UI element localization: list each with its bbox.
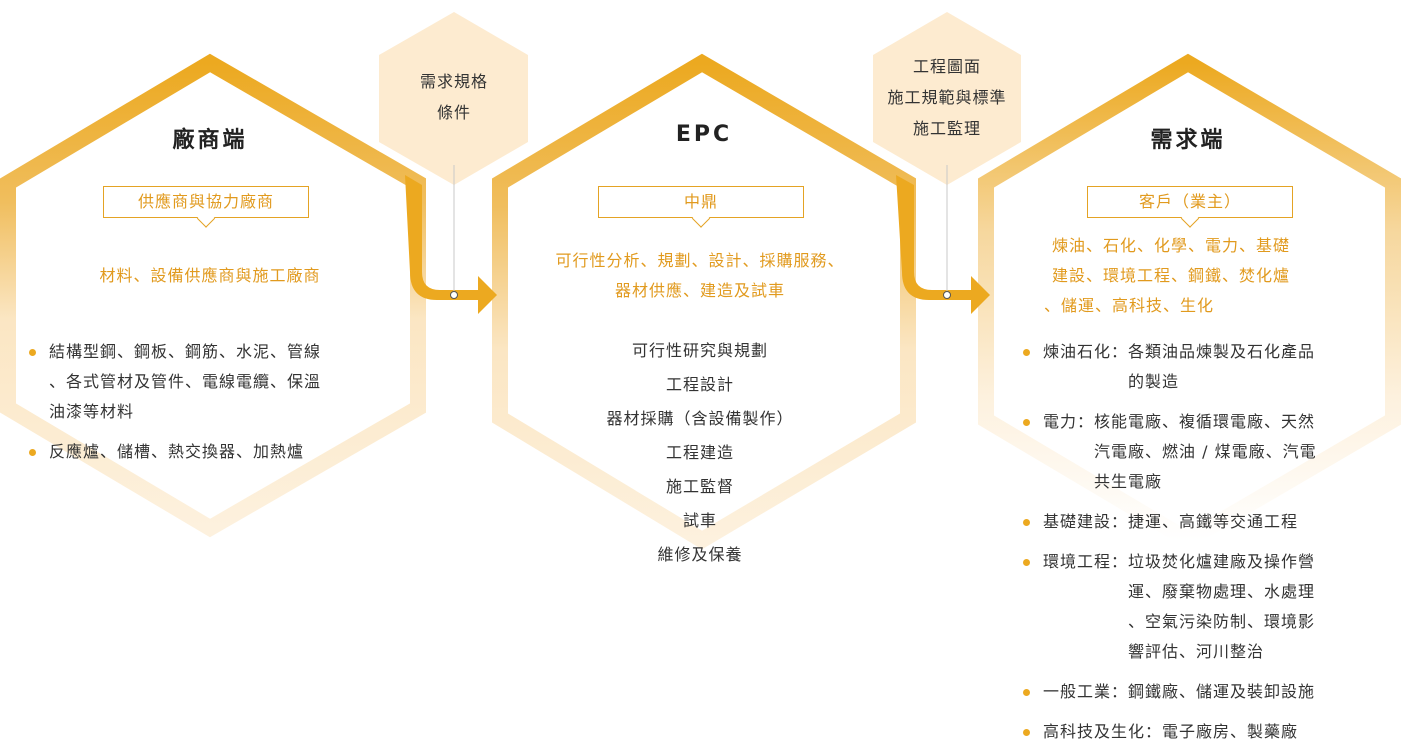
arrow-2 xyxy=(896,175,990,314)
list-item: 維修及保養 xyxy=(657,545,743,564)
item-label: 一般工業： xyxy=(1043,682,1129,701)
demand-summary: 煉油、石化、化學、電力、基礎 建設、環境工程、鋼鐵、焚化爐 、儲運、高科技、生化 xyxy=(1020,231,1360,321)
list-item: 工程建造 xyxy=(665,443,734,462)
arrow-1 xyxy=(405,175,497,314)
demand-badge-label: 客戶（業主） xyxy=(1138,192,1241,211)
epc-title: EPC xyxy=(675,122,733,147)
item-desc: 響評估、河川整治 xyxy=(1128,642,1265,661)
list-item: 工程設計 xyxy=(665,375,734,394)
vendor-title: 廠商端 xyxy=(172,128,248,153)
list-item: 可行性研究與規劃 xyxy=(631,341,768,360)
demand-title: 需求端 xyxy=(1150,128,1226,153)
connector-2-line-3: 施工監理 xyxy=(912,119,981,138)
list-item: 電力： 核能電廠、複循環電廠、天然汽電廠、燃油 / 煤電廠、汽電共生電廠 xyxy=(1023,407,1363,497)
item-desc: 的製造 xyxy=(1128,372,1180,391)
demand-hexagon xyxy=(978,53,1401,550)
vendor-item-2-line-1: 反應爐、儲槽、熱交換器、加熱爐 xyxy=(49,442,305,461)
connector-1-hexagon xyxy=(379,12,528,185)
epc-summary-line-2: 器材供應、建造及試車 xyxy=(614,281,785,300)
demand-badge: 客戶（業主） xyxy=(1087,186,1293,228)
item-desc: 汽電廠、燃油 / 煤電廠、汽電 xyxy=(1094,442,1317,461)
vendor-item-1-line-2: 、各式管材及管件、電線電纜、保溫 xyxy=(49,372,322,391)
bullet-icon xyxy=(1023,729,1030,736)
list-item: 環境工程： 垃圾焚化爐建廠及操作營運、廢棄物處理、水處理、空氣污染防制、環境影響… xyxy=(1023,547,1363,667)
item-desc: 核能電廠、複循環電廠、天然 xyxy=(1094,412,1316,431)
connector-1-label: 需求規格 條件 xyxy=(389,66,519,128)
vendor-badge: 供應商與協力廠商 xyxy=(103,186,309,228)
list-item: 器材採購（含設備製作） xyxy=(606,409,794,428)
demand-summary-line-1: 煉油、石化、化學、電力、基礎 xyxy=(1052,236,1291,255)
bullet-icon xyxy=(1023,689,1030,696)
list-item: 反應爐、儲槽、熱交換器、加熱爐 xyxy=(29,437,379,467)
connector-1-line-1: 需求規格 xyxy=(419,72,488,91)
vendor-list: 結構型鋼、鋼板、鋼筋、水泥、管線 、各式管材及管件、電線電纜、保溫 油漆等材料 … xyxy=(29,337,379,467)
bullet-icon xyxy=(29,449,36,456)
epc-summary: 可行性分析、規劃、設計、採購服務、 器材供應、建造及試車 xyxy=(500,246,900,306)
bullet-icon xyxy=(29,349,36,356)
item-desc: 鋼鐵廠、儲運及裝卸設施 xyxy=(1128,682,1316,701)
connector-2-line-1: 工程圖面 xyxy=(912,57,981,76)
vendor-badge-label: 供應商與協力廠商 xyxy=(137,192,274,211)
connector-1-line-2: 條件 xyxy=(436,103,471,122)
vendor-summary: 材料、設備供應商與施工廠商 xyxy=(99,266,321,285)
item-desc: 垃圾焚化爐建廠及操作營 xyxy=(1128,552,1316,571)
epc-services: 可行性研究與規劃 工程設計 器材採購（含設備製作） 工程建造 施工監督 試車 維… xyxy=(550,334,850,572)
item-label: 基礎建設： xyxy=(1043,512,1129,531)
connector-2-hexagon xyxy=(873,12,1021,185)
list-item: 試車 xyxy=(682,511,717,530)
bullet-icon xyxy=(1023,349,1030,356)
item-label: 環境工程： xyxy=(1043,552,1129,571)
demand-list: 煉油石化： 各類油品煉製及石化產品的製造 電力： 核能電廠、複循環電廠、天然汽電… xyxy=(1023,337,1363,747)
connector-2-label: 工程圖面 施工規範與標準 施工監理 xyxy=(867,51,1027,144)
item-label: 電力： xyxy=(1043,412,1095,431)
item-desc: 、空氣污染防制、環境影 xyxy=(1128,612,1316,631)
demand-summary-line-3: 、儲運、高科技、生化 xyxy=(1044,296,1215,315)
list-item: 基礎建設： 捷運、高鐵等交通工程 xyxy=(1023,507,1363,537)
list-item: 高科技及生化： 電子廠房、製藥廠 xyxy=(1023,717,1363,747)
list-item: 一般工業： 鋼鐵廠、儲運及裝卸設施 xyxy=(1023,677,1363,707)
list-item: 煉油石化： 各類油品煉製及石化產品的製造 xyxy=(1023,337,1363,397)
item-desc: 運、廢棄物處理、水處理 xyxy=(1128,582,1316,601)
vendor-item-1-line-3: 油漆等材料 xyxy=(49,402,135,421)
item-desc: 電子廠房、製藥廠 xyxy=(1162,722,1299,741)
epc-badge: 中鼎 xyxy=(598,186,804,228)
bullet-icon xyxy=(1023,559,1030,566)
item-desc: 共生電廠 xyxy=(1094,472,1163,491)
epc-badge-label: 中鼎 xyxy=(683,192,718,211)
bullet-icon xyxy=(1023,419,1030,426)
connector-1-dot xyxy=(450,291,458,299)
item-label: 煉油石化： xyxy=(1043,342,1129,361)
item-desc: 各類油品煉製及石化產品 xyxy=(1128,342,1316,361)
list-item: 施工監督 xyxy=(665,477,734,496)
item-label: 高科技及生化： xyxy=(1043,722,1163,741)
bullet-icon xyxy=(1023,519,1030,526)
demand-summary-line-2: 建設、環境工程、鋼鐵、焚化爐 xyxy=(1052,266,1291,285)
connector-2-line-2: 施工規範與標準 xyxy=(887,88,1007,107)
epc-summary-line-1: 可行性分析、規劃、設計、採購服務、 xyxy=(555,251,845,270)
list-item: 結構型鋼、鋼板、鋼筋、水泥、管線 、各式管材及管件、電線電纜、保溫 油漆等材料 xyxy=(29,337,379,427)
item-desc: 捷運、高鐵等交通工程 xyxy=(1128,512,1299,531)
connector-2-dot xyxy=(943,291,951,299)
vendor-item-1-line-1: 結構型鋼、鋼板、鋼筋、水泥、管線 xyxy=(49,342,322,361)
